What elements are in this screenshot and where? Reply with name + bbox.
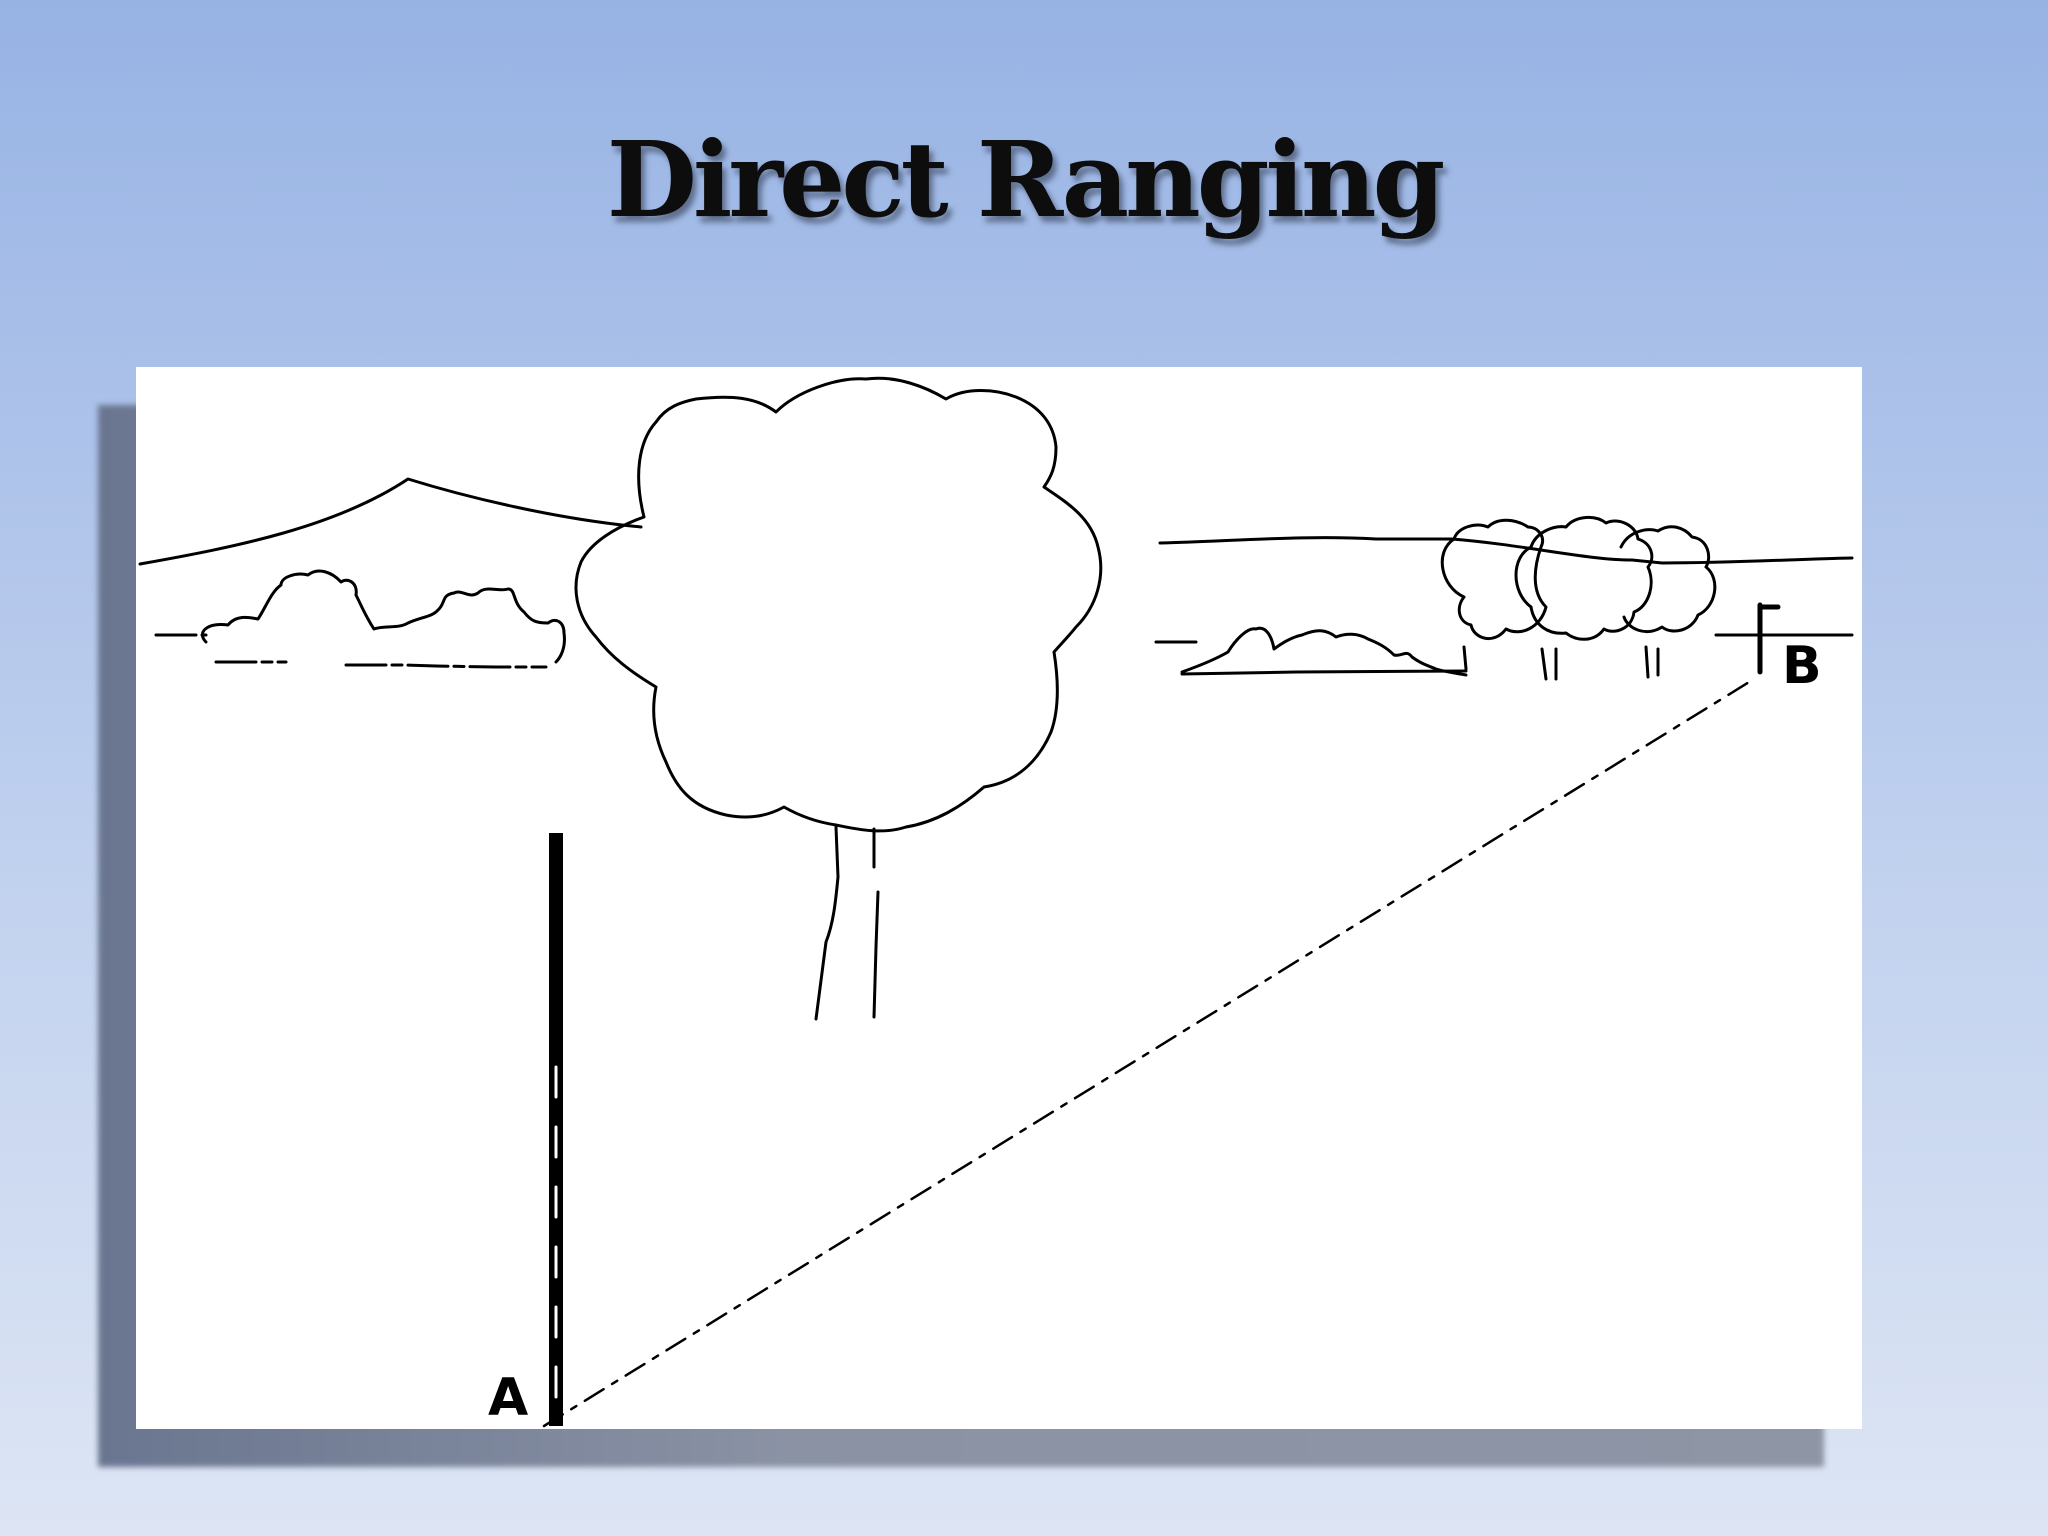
landscape-sketch: A B bbox=[138, 376, 1854, 1428]
line-of-sight-a-to-b bbox=[542, 677, 1756, 1428]
point-b-label: B bbox=[1782, 636, 1822, 696]
point-a-label: A bbox=[488, 1368, 528, 1428]
big-tree-crown bbox=[574, 376, 1103, 833]
right-horizon-outline bbox=[1158, 536, 1854, 565]
left-bush-group bbox=[200, 569, 566, 664]
right-tree-right bbox=[1619, 525, 1717, 633]
right-tree-trunks bbox=[1462, 645, 1660, 681]
slide-title: Direct Ranging bbox=[606, 118, 1446, 241]
big-tree-trunk bbox=[814, 825, 880, 1021]
left-hill-outline bbox=[138, 477, 643, 566]
left-ground-line bbox=[154, 633, 548, 669]
right-tree-left bbox=[1440, 518, 1548, 640]
flag-b bbox=[1757, 602, 1781, 675]
direct-ranging-illustration: A B bbox=[136, 367, 1862, 1429]
right-bush-group bbox=[1180, 626, 1468, 677]
right-ground-line bbox=[1154, 640, 1468, 676]
right-tree-center bbox=[1514, 516, 1654, 641]
